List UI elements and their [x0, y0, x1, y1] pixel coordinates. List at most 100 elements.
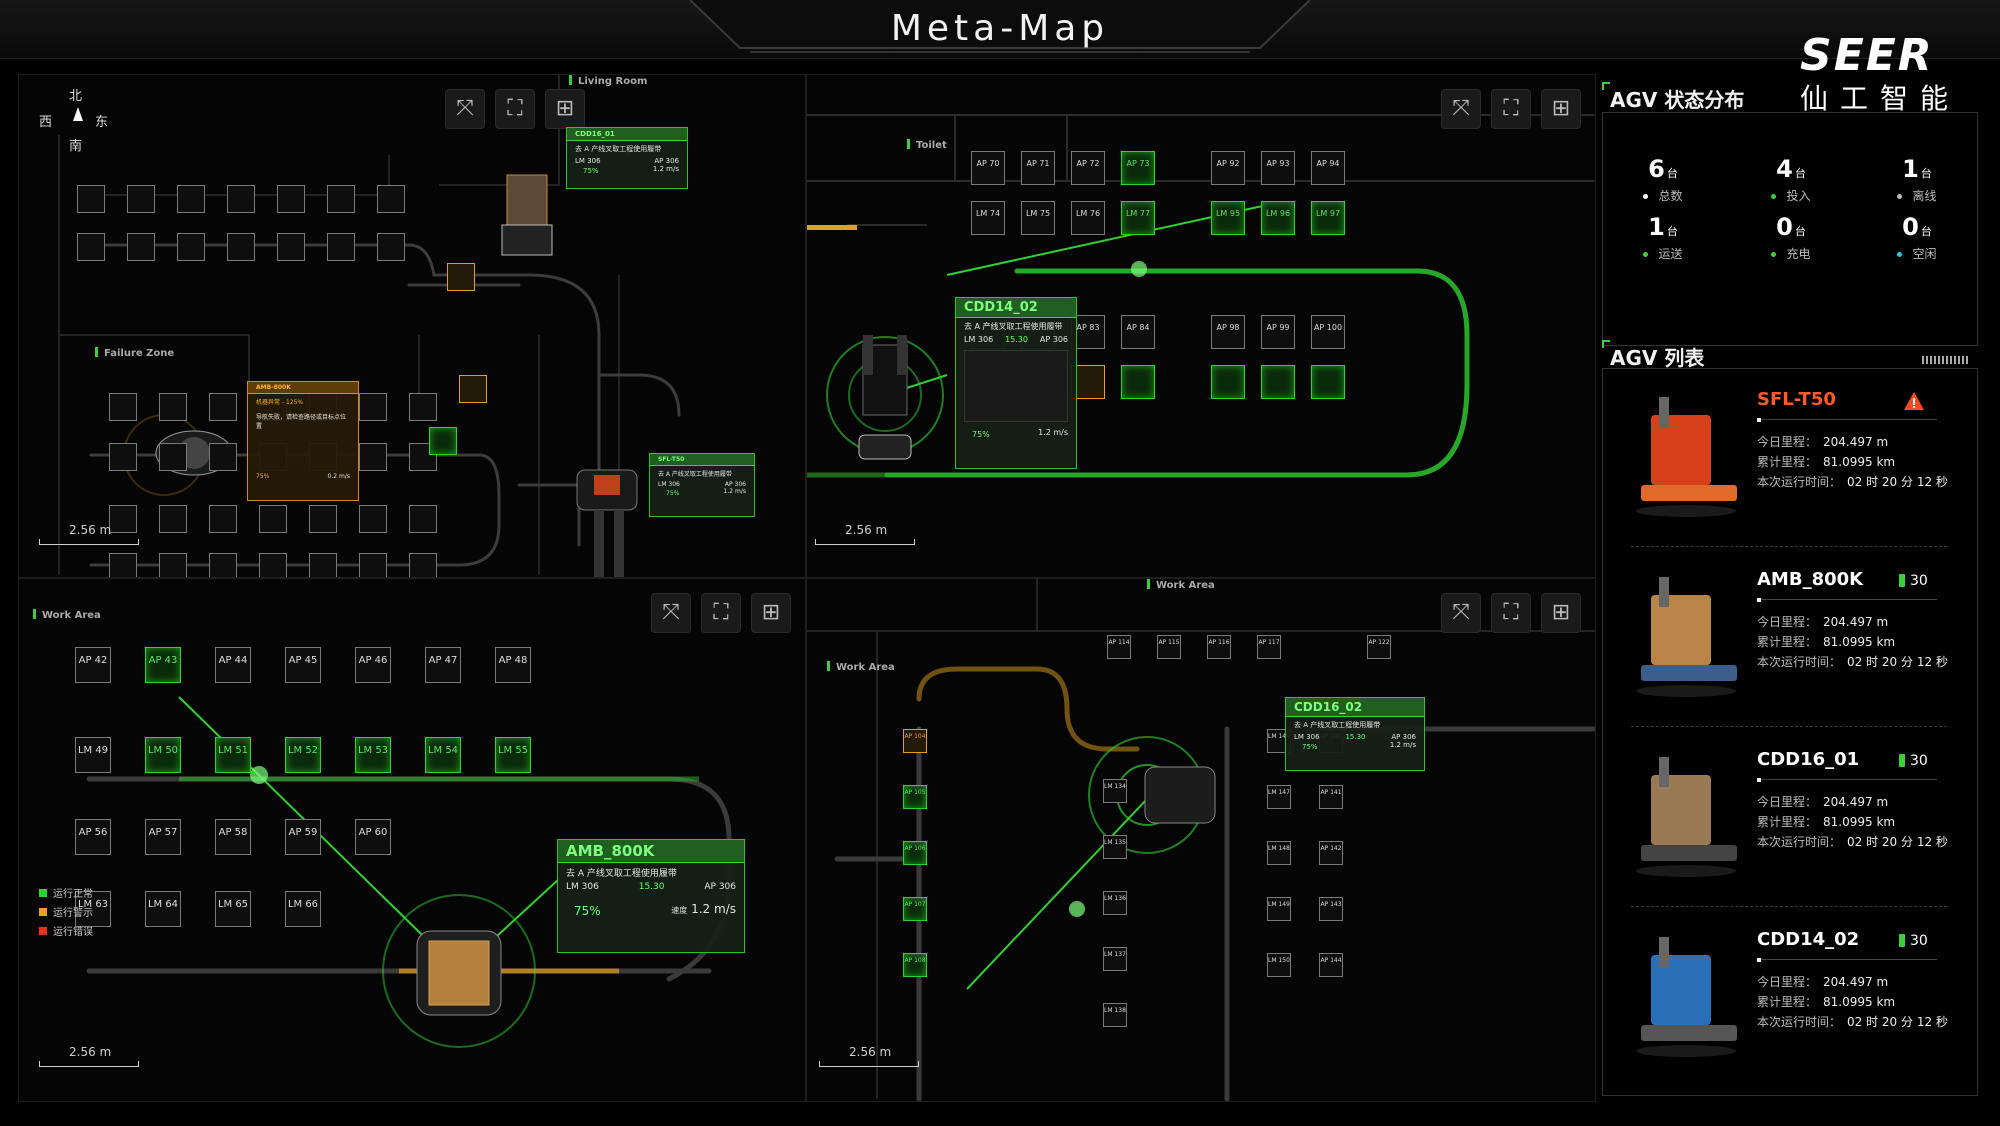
map-node[interactable]: AP 107: [903, 897, 927, 921]
map-node[interactable]: [277, 185, 305, 213]
map-node[interactable]: LM 76: [1071, 201, 1105, 235]
map-node[interactable]: AP 116: [1207, 635, 1231, 659]
map-node[interactable]: [259, 505, 287, 533]
map-node[interactable]: [1121, 365, 1155, 399]
map-node[interactable]: [159, 393, 187, 421]
map-node[interactable]: [359, 443, 387, 471]
fullscreen-icon[interactable]: ⛶: [1491, 89, 1531, 129]
map-node[interactable]: AP 99: [1261, 315, 1295, 349]
map-node[interactable]: LM 95: [1211, 201, 1245, 235]
map-node[interactable]: AP 98: [1211, 315, 1245, 349]
map-node[interactable]: [177, 233, 205, 261]
map-node[interactable]: [259, 553, 287, 577]
agv-card-amb-800k[interactable]: AMB-800K 机器异常 - 125% 导航失败，请检查路径或目标点位置 75…: [247, 381, 359, 501]
map-node[interactable]: LM 147: [1267, 785, 1291, 809]
map-node[interactable]: LM 134: [1103, 779, 1127, 803]
map-node[interactable]: AP 43: [145, 647, 181, 683]
map-node[interactable]: [227, 185, 255, 213]
map-node[interactable]: LM 53: [355, 737, 391, 773]
map-node[interactable]: AP 56: [75, 819, 111, 855]
fit-icon[interactable]: ⤧: [1441, 89, 1481, 129]
map-node[interactable]: AP 122: [1367, 635, 1391, 659]
map-panel-1[interactable]: 北 西 东 南 ⤧ ⛶ ⊞ Living Room Failure Zone C…: [18, 74, 806, 578]
map-node[interactable]: [209, 393, 237, 421]
map-node[interactable]: LM 96: [1261, 201, 1295, 235]
fit-icon[interactable]: ⤧: [651, 593, 691, 633]
map-node[interactable]: [109, 505, 137, 533]
map-node[interactable]: [327, 233, 355, 261]
map-node[interactable]: AP 115: [1157, 635, 1181, 659]
map-node[interactable]: [429, 427, 457, 455]
map-node[interactable]: LM 66: [285, 891, 321, 927]
map-node[interactable]: AP 71: [1021, 151, 1055, 185]
map-node[interactable]: AP 108: [903, 953, 927, 977]
map-node[interactable]: [77, 233, 105, 261]
map-node[interactable]: [447, 263, 475, 291]
fullscreen-icon[interactable]: ⛶: [701, 593, 741, 633]
map-node[interactable]: LM 52: [285, 737, 321, 773]
map-node[interactable]: LM 77: [1121, 201, 1155, 235]
map-node[interactable]: [109, 443, 137, 471]
fullscreen-icon[interactable]: ⛶: [495, 89, 535, 129]
map-node[interactable]: LM 137: [1103, 947, 1127, 971]
map-node[interactable]: AP 114: [1107, 635, 1131, 659]
map-node[interactable]: [377, 233, 405, 261]
map-node[interactable]: AP 59: [285, 819, 321, 855]
map-node[interactable]: LM 64: [145, 891, 181, 927]
map-node[interactable]: AP 45: [285, 647, 321, 683]
map-node[interactable]: LM 63: [75, 891, 111, 927]
map-node[interactable]: [1311, 365, 1345, 399]
map-node[interactable]: [127, 185, 155, 213]
map-node[interactable]: LM 51: [215, 737, 251, 773]
map-node[interactable]: [327, 185, 355, 213]
map-node[interactable]: LM 149: [1267, 897, 1291, 921]
map-node[interactable]: [177, 185, 205, 213]
map-node[interactable]: LM 135: [1103, 835, 1127, 859]
map-node[interactable]: [1261, 365, 1295, 399]
grid-icon[interactable]: ⊞: [1541, 89, 1581, 129]
map-node[interactable]: [209, 505, 237, 533]
map-node[interactable]: [359, 505, 387, 533]
map-node[interactable]: LM 138: [1103, 1003, 1127, 1027]
map-node[interactable]: LM 97: [1311, 201, 1345, 235]
map-node[interactable]: [77, 185, 105, 213]
map-node[interactable]: [409, 505, 437, 533]
map-node[interactable]: AP 143: [1319, 897, 1343, 921]
grid-icon[interactable]: ⊞: [1541, 593, 1581, 633]
map-node[interactable]: [127, 233, 155, 261]
map-node[interactable]: [159, 443, 187, 471]
map-node[interactable]: AP 117: [1257, 635, 1281, 659]
map-node[interactable]: AP 100: [1311, 315, 1345, 349]
map-node[interactable]: AP 144: [1319, 953, 1343, 977]
map-node[interactable]: AP 58: [215, 819, 251, 855]
map-node[interactable]: LM 74: [971, 201, 1005, 235]
map-node[interactable]: [309, 553, 337, 577]
map-node[interactable]: AP 72: [1071, 151, 1105, 185]
grid-icon[interactable]: ⊞: [751, 593, 791, 633]
map-node[interactable]: [1211, 365, 1245, 399]
map-node[interactable]: AP 105: [903, 785, 927, 809]
map-node[interactable]: AP 106: [903, 841, 927, 865]
map-node[interactable]: [227, 233, 255, 261]
map-node[interactable]: AP 70: [971, 151, 1005, 185]
map-node[interactable]: AP 73: [1121, 151, 1155, 185]
map-node[interactable]: AP 142: [1319, 841, 1343, 865]
map-node[interactable]: AP 92: [1211, 151, 1245, 185]
fit-icon[interactable]: ⤧: [1441, 593, 1481, 633]
map-node[interactable]: [159, 553, 187, 577]
map-node[interactable]: LM 54: [425, 737, 461, 773]
map-node[interactable]: [359, 393, 387, 421]
map-node[interactable]: [459, 375, 487, 403]
map-node[interactable]: AP 48: [495, 647, 531, 683]
map-node[interactable]: AP 94: [1311, 151, 1345, 185]
